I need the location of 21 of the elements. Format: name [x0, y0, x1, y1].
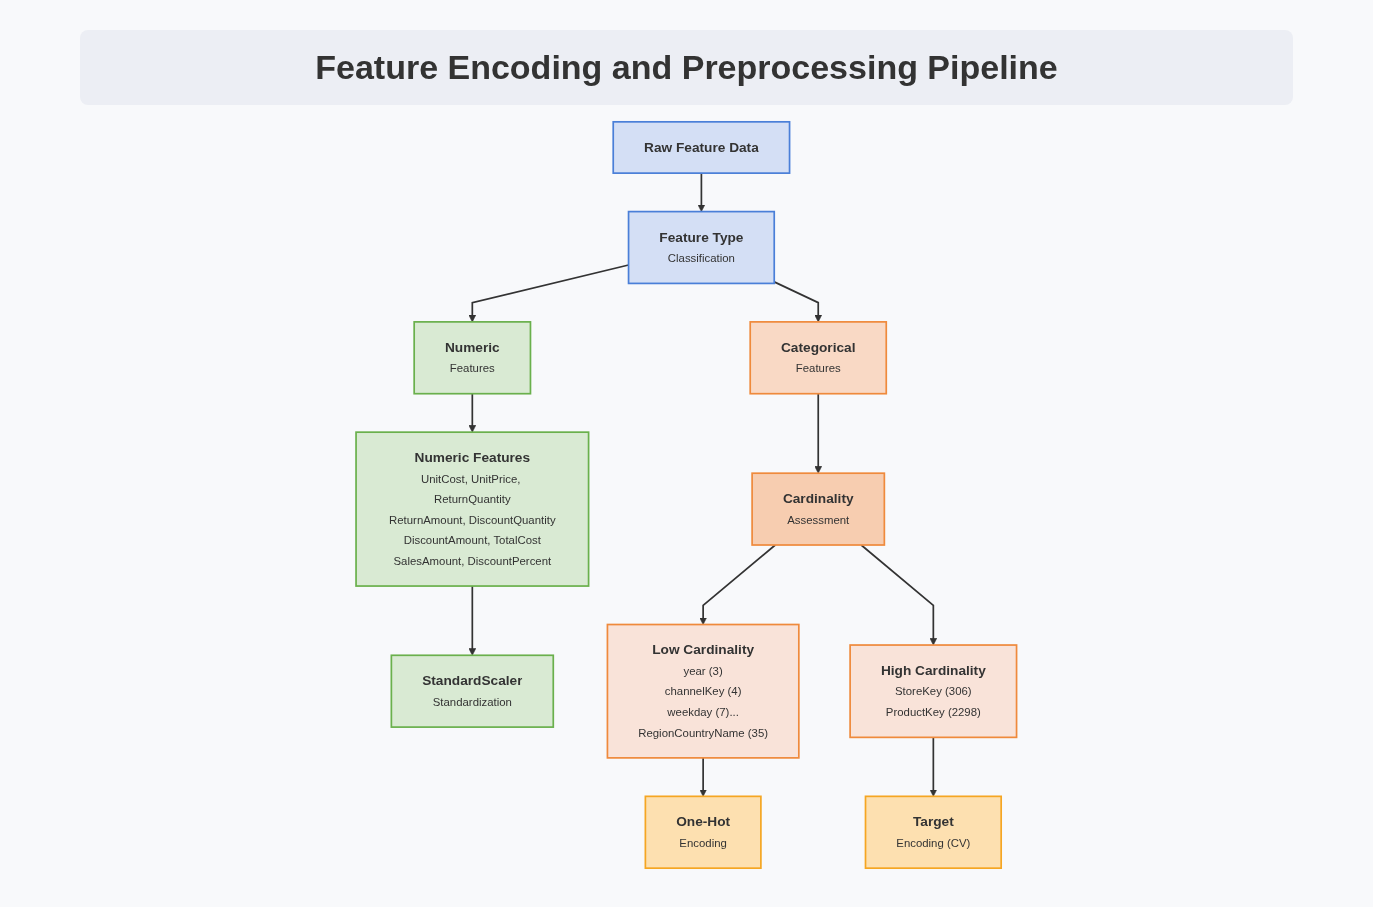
arrow: [697, 172, 706, 212]
node-box: Low Cardinality year (3) channelKey (4) weekday (7)... RegionCountryName (35): [606, 623, 800, 759]
arrow: [468, 392, 477, 433]
title: Feature Encoding and Preprocessing Pipeline: [80, 30, 1293, 105]
arrow: [699, 544, 777, 625]
arrow: [814, 392, 823, 474]
arrow: [699, 757, 708, 797]
node-box: High Cardinality StoreKey (306) ProductKey (2298): [849, 644, 1018, 739]
node-box: Numeric Features: [413, 321, 532, 395]
arrow: [468, 585, 477, 656]
node-box: Feature Type Classification: [627, 210, 776, 285]
node-box: Raw Feature Data: [612, 121, 791, 174]
arrow: [929, 736, 938, 797]
node-box: Cardinality Assessment: [751, 472, 886, 546]
arrow: [773, 281, 823, 323]
node-box: Numeric Features UnitCost, UnitPrice, ReturnQuantity ReturnAmount, DiscountQuantity DiscountAmount, TotalCost SalesAmount, DiscountPercent: [355, 431, 590, 587]
arrow: [860, 544, 938, 646]
node-box: StandardScaler Standardization: [390, 654, 555, 728]
node-box: One-Hot Encoding: [644, 795, 762, 869]
node-box: Target Encoding (CV): [864, 795, 1003, 869]
node-box: Categorical Features: [749, 321, 888, 395]
